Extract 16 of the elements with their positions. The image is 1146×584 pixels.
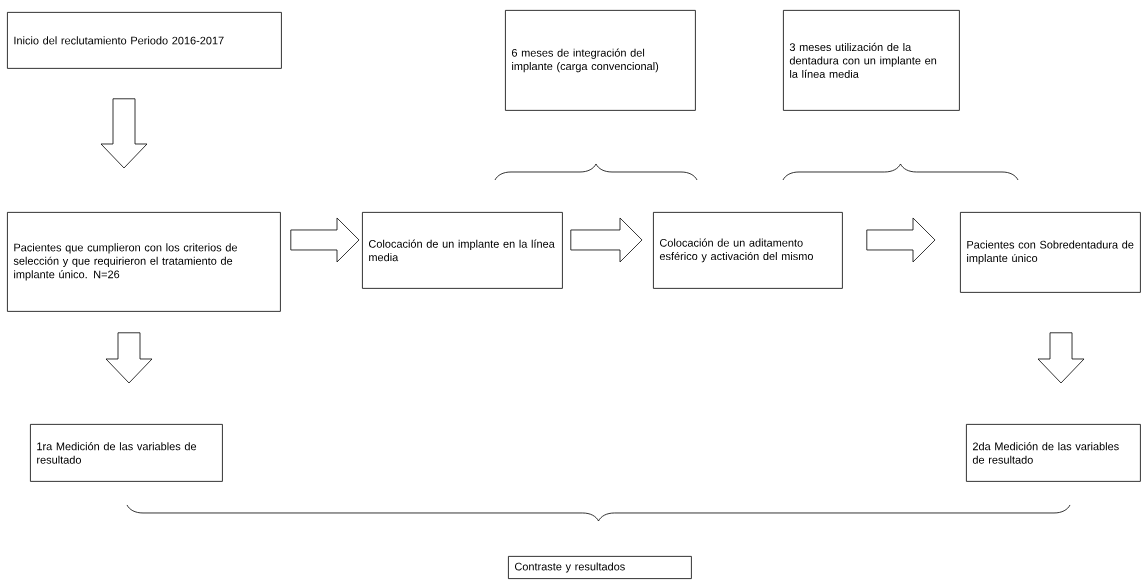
block-arrow [570, 217, 643, 263]
block-arrow [1037, 332, 1085, 384]
process-box: 6 meses de integración del implante (carga convencional) [505, 10, 696, 111]
process-box: 2da Medición de las variables de resultado [966, 424, 1141, 482]
process-box: Colocación de un aditamento esférico y activación del mismo [653, 212, 843, 289]
process-box: 3 meses utilización de la dentadura con un implante en la línea media [783, 10, 960, 111]
process-box: Contraste y resultados [508, 556, 692, 579]
block-arrow [866, 217, 936, 263]
block-arrow [290, 217, 360, 263]
block-arrow [100, 98, 148, 169]
process-box: Inicio del reclutamiento Periodo 2016-2017 [7, 12, 282, 69]
process-box: 1ra Medición de las variables de resultado [30, 424, 223, 482]
block-arrow [105, 332, 153, 384]
process-box: Pacientes que cumplieron con los criterios de selección y que requirieron el tratamiento de implante único. N=26 [7, 212, 281, 312]
process-box: Colocación de un implante en la línea media [362, 212, 563, 289]
process-box: Pacientes con Sobredentadura de implante único [960, 212, 1141, 293]
